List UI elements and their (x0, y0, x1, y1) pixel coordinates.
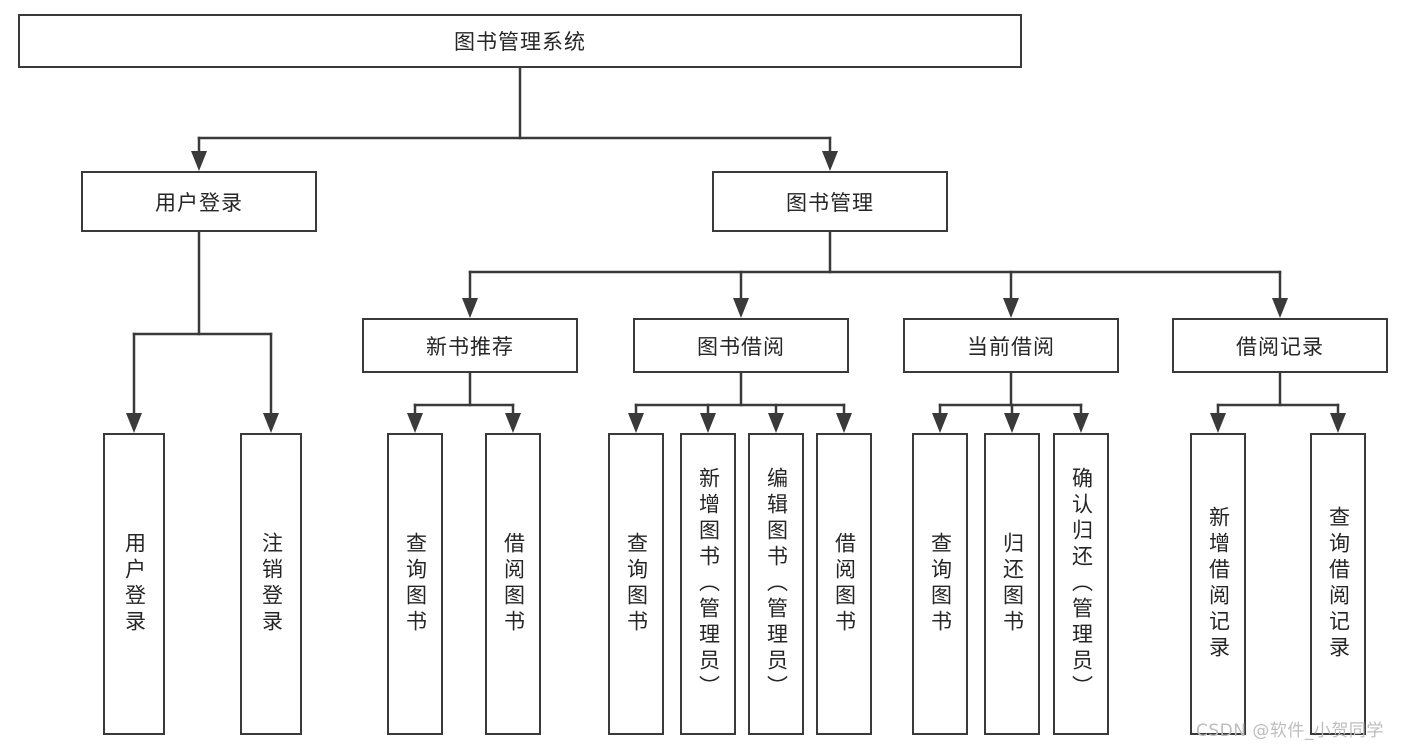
node-l8[interactable]: 借阅图书 (816, 433, 872, 735)
node-label-l12: 新增借阅记录 (1206, 506, 1231, 662)
node-records[interactable]: 借阅记录 (1172, 318, 1388, 373)
edge-arrow-root-login (191, 151, 207, 171)
node-newbook[interactable]: 新书推荐 (362, 318, 578, 373)
node-current[interactable]: 当前借阅 (903, 318, 1119, 373)
node-label-l2: 注销登录 (259, 532, 284, 636)
node-l2[interactable]: 注销登录 (240, 433, 302, 735)
node-label-l1: 用户登录 (122, 532, 147, 636)
node-label-l4: 借阅图书 (501, 532, 526, 636)
node-l9[interactable]: 查询图书 (912, 433, 968, 735)
edge-arrow-current-l10 (1004, 413, 1020, 433)
edge-arrow-borrow-l8 (836, 413, 852, 433)
node-label-l11: 确认归还（管理员） (1069, 467, 1094, 701)
node-label-login: 用户登录 (155, 190, 243, 215)
edge-arrow-borrow-l7 (768, 413, 784, 433)
edge-arrow-root-bookmgmt (822, 151, 838, 171)
node-label-l9: 查询图书 (928, 532, 953, 636)
node-label-l10: 归还图书 (1000, 532, 1025, 636)
node-l6[interactable]: 新增图书（管理员） (680, 433, 736, 735)
node-label-newbook: 新书推荐 (426, 334, 514, 359)
node-l11[interactable]: 确认归还（管理员） (1053, 433, 1109, 735)
edge-arrow-bookmgmt-records (1272, 298, 1288, 318)
edge-arrow-borrow-l6 (700, 413, 716, 433)
edge-arrow-borrow-l5 (628, 413, 644, 433)
node-l1[interactable]: 用户登录 (103, 433, 165, 735)
node-label-l8: 借阅图书 (832, 532, 857, 636)
node-label-l3: 查询图书 (403, 532, 428, 636)
node-label-current: 当前借阅 (967, 334, 1055, 359)
node-l10[interactable]: 归还图书 (984, 433, 1040, 735)
node-label-l13: 查询借阅记录 (1326, 506, 1351, 662)
node-l13[interactable]: 查询借阅记录 (1310, 433, 1366, 735)
node-label-l6: 新增图书（管理员） (696, 467, 721, 701)
node-login[interactable]: 用户登录 (81, 171, 317, 232)
edge-arrow-login-l2 (263, 413, 279, 433)
edge-arrow-bookmgmt-newbook (462, 298, 478, 318)
edge-arrow-current-l11 (1073, 413, 1089, 433)
node-label-borrow: 图书借阅 (697, 334, 785, 359)
node-bookmgmt[interactable]: 图书管理 (712, 171, 948, 232)
node-borrow[interactable]: 图书借阅 (633, 318, 849, 373)
watermark: CSDN @软件_小贺同学 (1196, 721, 1384, 741)
edge-arrow-current-l9 (932, 413, 948, 433)
node-l7[interactable]: 编辑图书（管理员） (748, 433, 804, 735)
node-l3[interactable]: 查询图书 (387, 433, 443, 735)
edge-arrow-newbook-l4 (505, 413, 521, 433)
node-label-bookmgmt: 图书管理 (786, 190, 874, 215)
edge-arrow-records-l13 (1330, 413, 1346, 433)
node-label-root: 图书管理系统 (454, 30, 586, 54)
node-label-l7: 编辑图书（管理员） (764, 467, 789, 701)
node-label-l5: 查询图书 (624, 532, 649, 636)
edge-arrow-bookmgmt-current (1003, 298, 1019, 318)
edge-arrow-newbook-l3 (407, 413, 423, 433)
edge-arrow-records-l12 (1210, 413, 1226, 433)
edge-arrow-bookmgmt-borrow (733, 298, 749, 318)
edge-arrow-login-l1 (126, 413, 142, 433)
node-label-records: 借阅记录 (1236, 334, 1324, 359)
node-l5[interactable]: 查询图书 (608, 433, 664, 735)
node-l4[interactable]: 借阅图书 (485, 433, 541, 735)
node-l12[interactable]: 新增借阅记录 (1190, 433, 1246, 735)
node-root[interactable]: 图书管理系统 (18, 14, 1022, 68)
